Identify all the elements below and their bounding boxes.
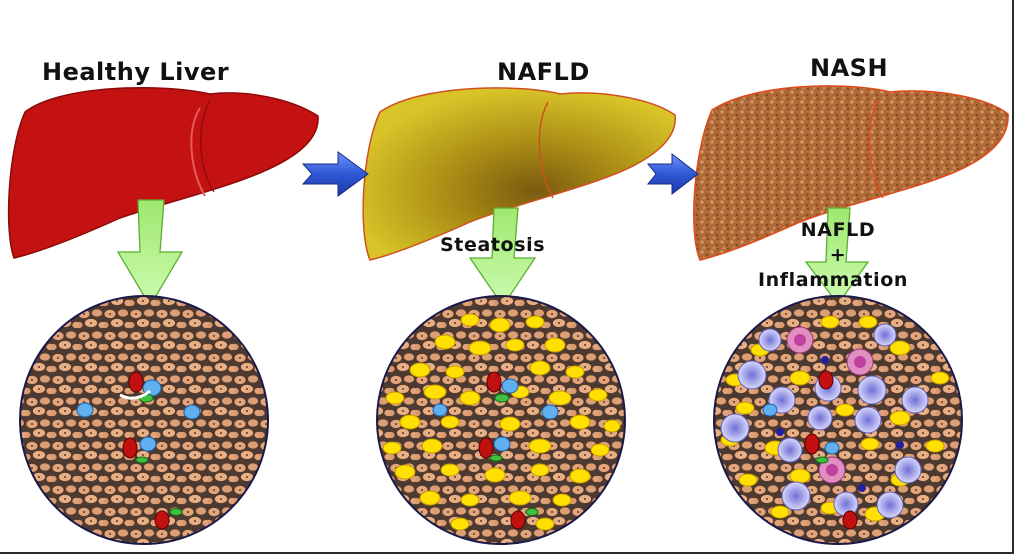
progression-arrow-1 (301, 151, 369, 197)
zoom-arrow-nafld (468, 207, 537, 308)
healthy-liver (7, 86, 319, 259)
zoom-arrow-nash (804, 207, 870, 306)
nash-tissue-circle (713, 295, 963, 545)
nash-label-plus: + (829, 244, 847, 266)
progression-arrow-2 (646, 152, 699, 196)
nafld-tissue-circle (376, 295, 626, 545)
nash-liver (693, 85, 1009, 261)
nash-title: NASH (810, 54, 889, 82)
nafld-liver (362, 87, 676, 261)
nash-label-inflammation: Inflammation (758, 269, 908, 291)
zoom-arrow-healthy (116, 199, 184, 308)
healthy-liver-title: Healthy Liver (42, 58, 230, 86)
healthy-tissue-circle (19, 295, 269, 545)
steatosis-label: Steatosis (440, 234, 546, 256)
nash-label-nafld: NAFLD (800, 219, 876, 241)
nafld-title: NAFLD (497, 58, 590, 86)
